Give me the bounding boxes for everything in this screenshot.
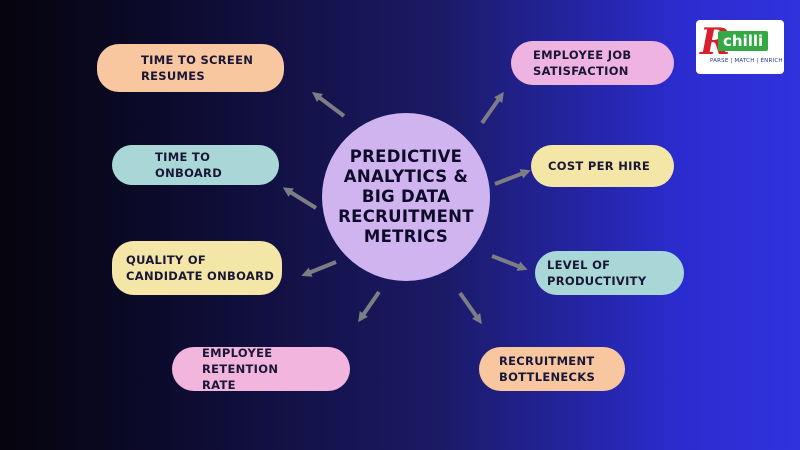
arrow-cost-per-hire bbox=[494, 169, 531, 186]
logo-name: chilli bbox=[718, 31, 769, 51]
logo-tagline: PARSE | MATCH | ENRICH bbox=[710, 58, 783, 64]
center-label: PREDICTIVE ANALYTICS & BIG DATA RECRUITM… bbox=[338, 147, 474, 246]
node-label: TIME TO SCREEN RESUMES bbox=[141, 53, 254, 83]
node-label: COST PER HIRE bbox=[548, 159, 651, 173]
node-employee-retention: EMPLOYEE RETENTION RATE bbox=[172, 346, 350, 392]
node-label: TIME TO ONBOARD bbox=[155, 150, 223, 180]
arrow-recruitment-bottlenecks bbox=[458, 291, 482, 325]
arrow-quality-of-candidate bbox=[301, 260, 337, 277]
node-time-to-onboard: TIME TO ONBOARD bbox=[112, 145, 279, 185]
node-label: LEVEL OF PRODUCTIVITY bbox=[547, 258, 647, 288]
arrow-level-of-productivity bbox=[491, 254, 528, 271]
arrow-employee-job-satisfaction bbox=[480, 91, 504, 125]
node-label: RECRUITMENT BOTTLENECKS bbox=[499, 354, 596, 384]
node-label: QUALITY OF CANDIDATE ONBOARD bbox=[126, 253, 275, 283]
node-recruitment-bottlenecks: RECRUITMENT BOTTLENECKS bbox=[479, 347, 625, 391]
node-quality-of-candidate: QUALITY OF CANDIDATE ONBOARD bbox=[112, 241, 282, 295]
node-label: EMPLOYEE RETENTION RATE bbox=[202, 346, 279, 392]
arrow-employee-retention bbox=[358, 290, 381, 323]
node-cost-per-hire: COST PER HIRE bbox=[531, 145, 674, 187]
node-level-of-productivity: LEVEL OF PRODUCTIVITY bbox=[535, 251, 684, 295]
center-node: PREDICTIVE ANALYTICS & BIG DATA RECRUITM… bbox=[322, 113, 490, 281]
rchilli-logo: R chilli PARSE | MATCH | ENRICH bbox=[696, 20, 784, 74]
node-label: EMPLOYEE JOB SATISFACTION bbox=[533, 48, 632, 78]
arrow-time-to-onboard bbox=[282, 187, 318, 210]
node-employee-job-satisfaction: EMPLOYEE JOB SATISFACTION bbox=[511, 41, 674, 85]
node-time-to-screen: TIME TO SCREEN RESUMES bbox=[97, 44, 284, 92]
arrow-time-to-screen bbox=[312, 92, 346, 118]
